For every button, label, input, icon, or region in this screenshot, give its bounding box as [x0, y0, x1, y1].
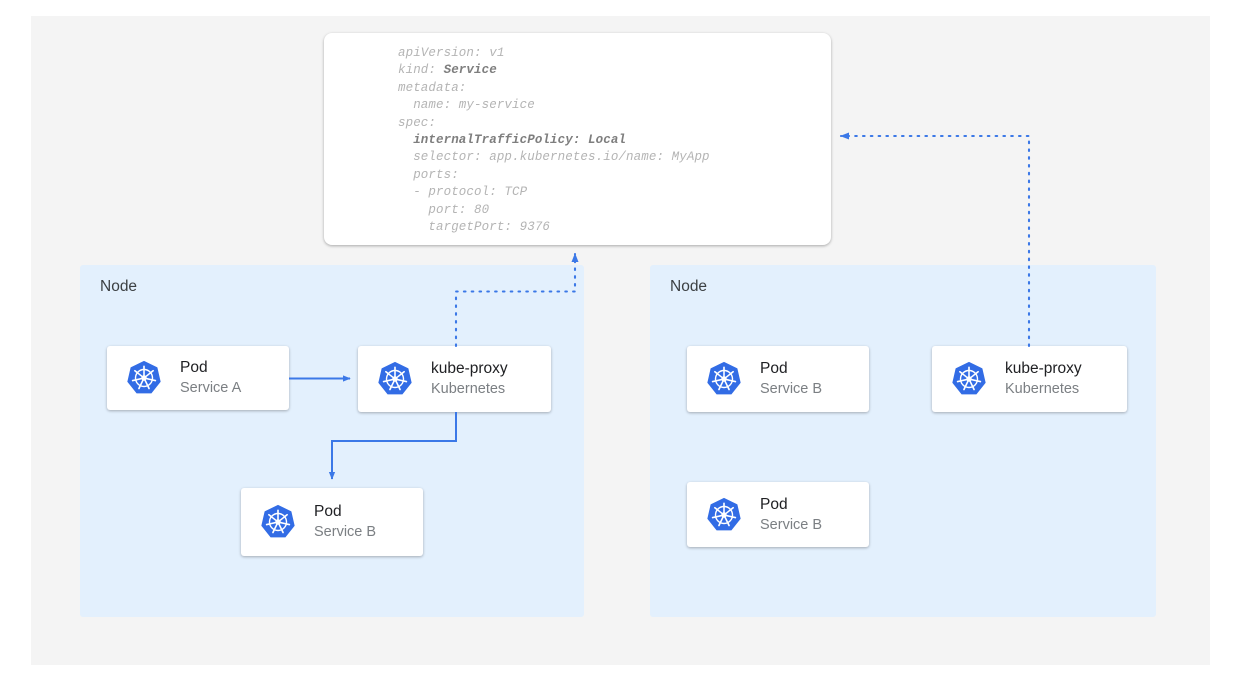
card-title: Pod: [180, 359, 208, 376]
card-title: Pod: [760, 495, 788, 513]
service-manifest-card: apiVersion: v1 kind: Service metadata: n…: [324, 33, 831, 245]
card-subtitle: Service B: [314, 524, 377, 540]
card-kube-proxy-left[interactable]: kube-proxy Kubernetes: [358, 346, 551, 412]
card-title: Pod: [760, 360, 788, 377]
card-kube-proxy-right[interactable]: kube-proxy Kubernetes: [932, 346, 1127, 412]
card-subtitle: Service A: [180, 380, 242, 396]
card-pod-service-b-left[interactable]: Pod Service B: [241, 488, 423, 556]
node-left: Node: [80, 265, 584, 617]
card-title: Pod: [314, 503, 342, 520]
card-subtitle: Service B: [760, 516, 823, 533]
kubernetes-icon: [704, 359, 744, 399]
kubernetes-icon: [704, 495, 744, 535]
card-subtitle: Service B: [760, 381, 823, 397]
card-title: kube-proxy: [1005, 360, 1082, 377]
node-right: Node: [650, 265, 1156, 617]
kubernetes-icon: [375, 359, 415, 399]
kubernetes-icon: [949, 359, 989, 399]
service-manifest-code: apiVersion: v1 kind: Service metadata: n…: [398, 46, 710, 235]
node-right-label: Node: [670, 278, 708, 295]
card-pod-service-a[interactable]: Pod Service A: [107, 346, 289, 410]
node-left-label: Node: [100, 278, 138, 295]
card-title: kube-proxy: [431, 360, 508, 377]
kubernetes-icon: [258, 502, 298, 542]
card-pod-service-b-right-top[interactable]: Pod Service B: [687, 346, 869, 412]
kubernetes-icon: [124, 358, 164, 398]
card-pod-service-b-right-bottom[interactable]: Pod Service B: [687, 482, 869, 547]
card-subtitle: Kubernetes: [1005, 381, 1080, 397]
card-subtitle: Kubernetes: [431, 381, 506, 397]
